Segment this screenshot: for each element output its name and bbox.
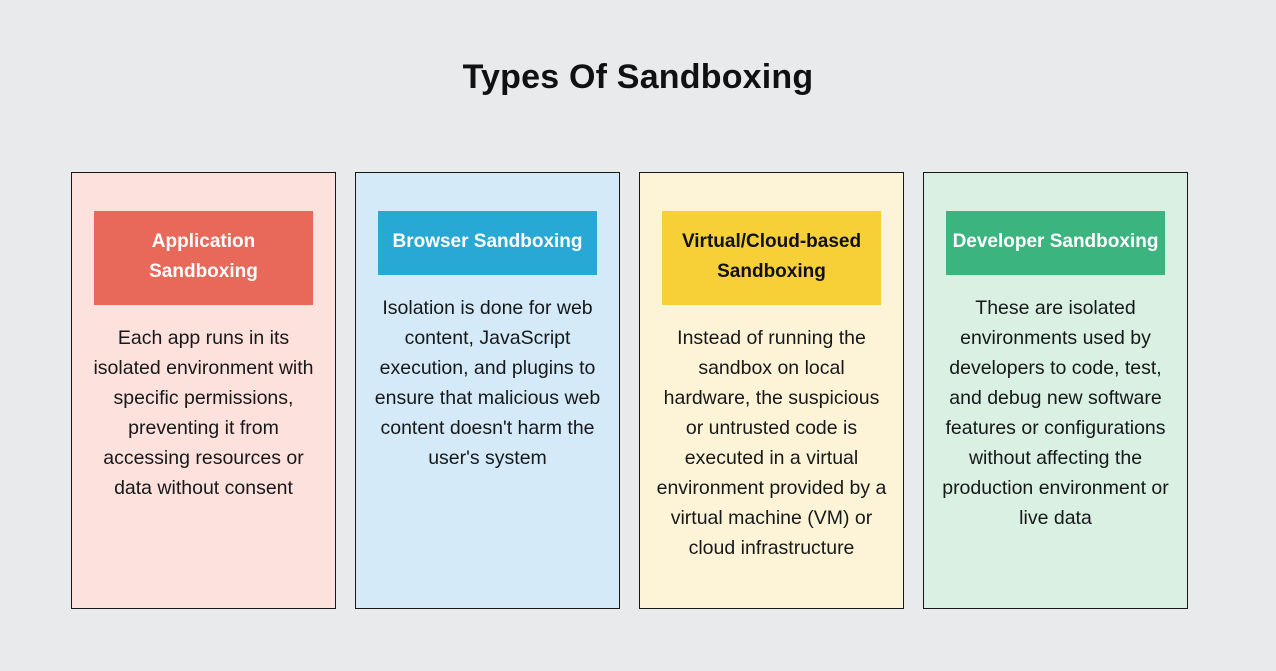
card-virtual-cloud-based-sandboxing: Virtual/Cloud-based Sandboxing Instead o… <box>639 172 904 609</box>
card-body-text: Instead of running the sandbox on local … <box>656 327 887 560</box>
card-application-sandboxing: Application Sandboxing Each app runs in … <box>71 172 336 609</box>
page-title: Types Of Sandboxing <box>462 58 814 96</box>
card-header-title: Application Sandboxing <box>94 211 313 306</box>
card-body-text: Isolation is done for web content, JavaS… <box>374 297 601 470</box>
card-list: Application Sandboxing Each app runs in … <box>71 172 1188 609</box>
card-body-text: Each app runs in its isolated environmen… <box>93 327 314 500</box>
card-header-title: Browser Sandboxing <box>378 211 597 276</box>
card-header-title: Developer Sandboxing <box>946 211 1165 276</box>
card-browser-sandboxing: Browser Sandboxing Isolation is done for… <box>355 172 620 609</box>
card-developer-sandboxing: Developer Sandboxing These are isolated … <box>923 172 1188 609</box>
card-header-title: Virtual/Cloud-based Sandboxing <box>662 211 881 306</box>
card-body-text: These are isolated environments used by … <box>942 297 1169 530</box>
